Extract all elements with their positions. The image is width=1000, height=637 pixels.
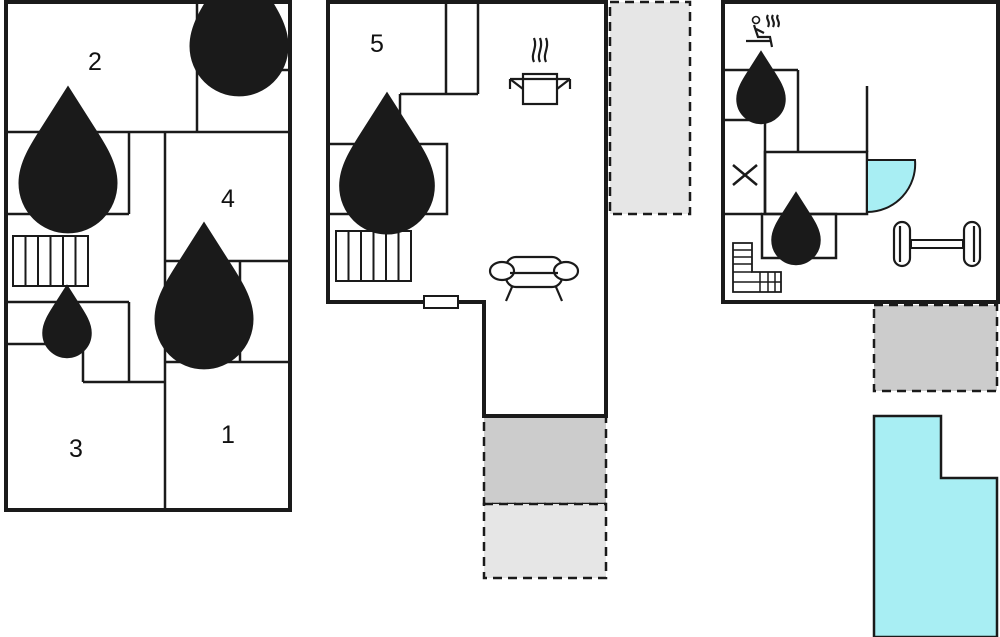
stairs-icon xyxy=(12,235,89,287)
water-drop-icon xyxy=(371,151,403,203)
door-swing-icon xyxy=(866,159,917,214)
terrace-paving xyxy=(608,0,692,216)
stairs-icon xyxy=(335,230,412,282)
sauna-icon xyxy=(746,14,780,48)
terrace-paving xyxy=(482,502,608,580)
water-drop-icon xyxy=(753,81,770,108)
swimming-pool xyxy=(872,414,999,637)
left-building: 2 4 3 1 xyxy=(4,0,292,512)
middle-building: 5 xyxy=(326,0,692,580)
dumbbell-icon xyxy=(892,220,982,268)
water-drop-icon xyxy=(788,222,805,249)
cooking-pot-icon xyxy=(508,37,572,106)
stairs-icon xyxy=(732,242,782,293)
water-drop-icon xyxy=(223,10,256,63)
water-drop-icon xyxy=(52,147,85,200)
radiator xyxy=(423,295,459,309)
room-label-1: 1 xyxy=(221,421,235,449)
terrace-paving xyxy=(482,414,608,506)
room-label-4: 4 xyxy=(221,185,235,213)
room-label-5: 5 xyxy=(370,30,384,58)
water-drop-icon xyxy=(59,315,76,342)
water-drop-icon xyxy=(188,283,221,336)
right-building xyxy=(721,0,1000,637)
sofa-icon xyxy=(488,255,580,302)
room-label-3: 3 xyxy=(69,435,83,463)
room-label-2: 2 xyxy=(88,48,102,76)
terrace-paving xyxy=(872,303,999,393)
